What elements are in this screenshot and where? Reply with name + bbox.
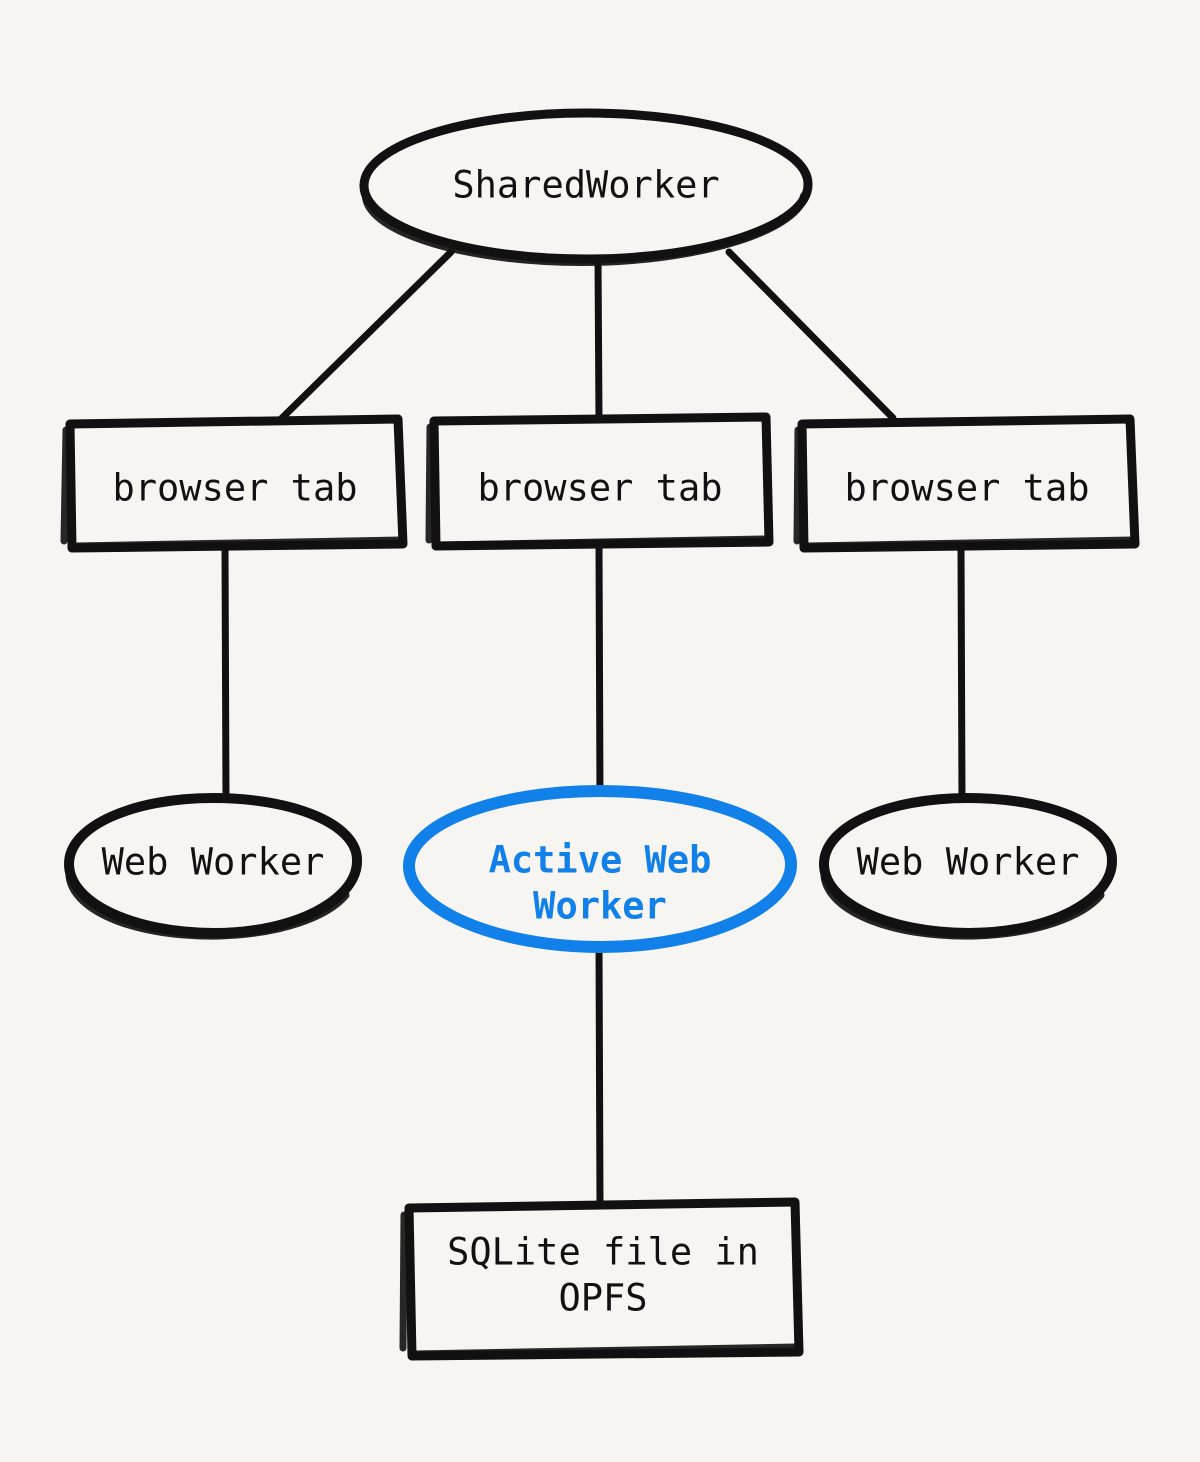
shared-worker-label: SharedWorker: [452, 164, 719, 207]
tab-middle-outline-sketch: [425, 423, 770, 549]
tab-left-outline: [65, 414, 408, 553]
worker-active-label-line2: Worker: [533, 885, 667, 928]
node-worker-right[interactable]: Web Worker: [819, 793, 1118, 940]
shared-worker-ellipse-outline-sketch: [362, 192, 808, 266]
sqlite-file-outline: [404, 1197, 804, 1361]
sqlite-file-label-line2: OPFS: [558, 1277, 647, 1320]
node-tab-left[interactable]: browser tab: [60, 414, 408, 553]
worker-right-ellipse-outline-sketch: [820, 871, 1105, 940]
tab-left-label: browser tab: [112, 467, 357, 510]
sqlite-file-fill: [407, 1206, 798, 1354]
worker-left-label: Web Worker: [102, 841, 325, 884]
worker-active-ellipse-outline: [403, 785, 798, 953]
node-worker-active[interactable]: Active Web Worker: [403, 785, 798, 953]
tab-right-outline: [797, 414, 1140, 553]
tab-left-fill: [68, 422, 402, 546]
edge-group: [221, 248, 966, 1210]
edge-worker-active-to-sqlite: [595, 940, 604, 1210]
tab-middle-label: browser tab: [477, 467, 722, 510]
worker-right-ellipse-fill: [823, 798, 1113, 934]
edge-tab-middle-to-worker-active: [595, 541, 604, 804]
tab-right-label: browser tab: [844, 467, 1089, 510]
worker-right-label: Web Worker: [857, 841, 1080, 884]
node-sqlite-file[interactable]: SQLite file in OPFS: [399, 1197, 804, 1361]
node-tab-right[interactable]: browser tab: [793, 414, 1140, 553]
node-tab-middle[interactable]: browser tab: [425, 412, 774, 551]
worker-active-label-line1: Active Web: [489, 839, 712, 882]
tab-middle-fill: [432, 419, 768, 543]
edge-sharedworker-to-tab-left: [278, 248, 455, 422]
sqlite-file-label-line1: SQLite file in: [447, 1231, 759, 1274]
tab-right-outline-sketch: [793, 426, 1136, 550]
edge-sharedworker-to-tab-middle: [594, 254, 603, 424]
sqlite-file-outline-sketch: [399, 1211, 800, 1358]
tab-right-fill: [800, 422, 1134, 546]
edge-tab-right-to-worker-right: [957, 544, 966, 806]
node-shared-worker[interactable]: SharedWorker: [359, 108, 813, 266]
tab-left-outline-sketch: [60, 426, 404, 550]
worker-active-ellipse-fill: [408, 791, 792, 947]
worker-left-ellipse-fill: [68, 798, 358, 934]
node-worker-left[interactable]: Web Worker: [64, 793, 363, 940]
worker-left-ellipse-outline-sketch: [65, 871, 350, 940]
edge-sharedworker-to-tab-right: [725, 248, 897, 422]
shared-worker-ellipse-fill: [363, 112, 809, 260]
edge-tab-left-to-worker-left: [221, 544, 230, 806]
tab-middle-outline: [429, 412, 774, 551]
